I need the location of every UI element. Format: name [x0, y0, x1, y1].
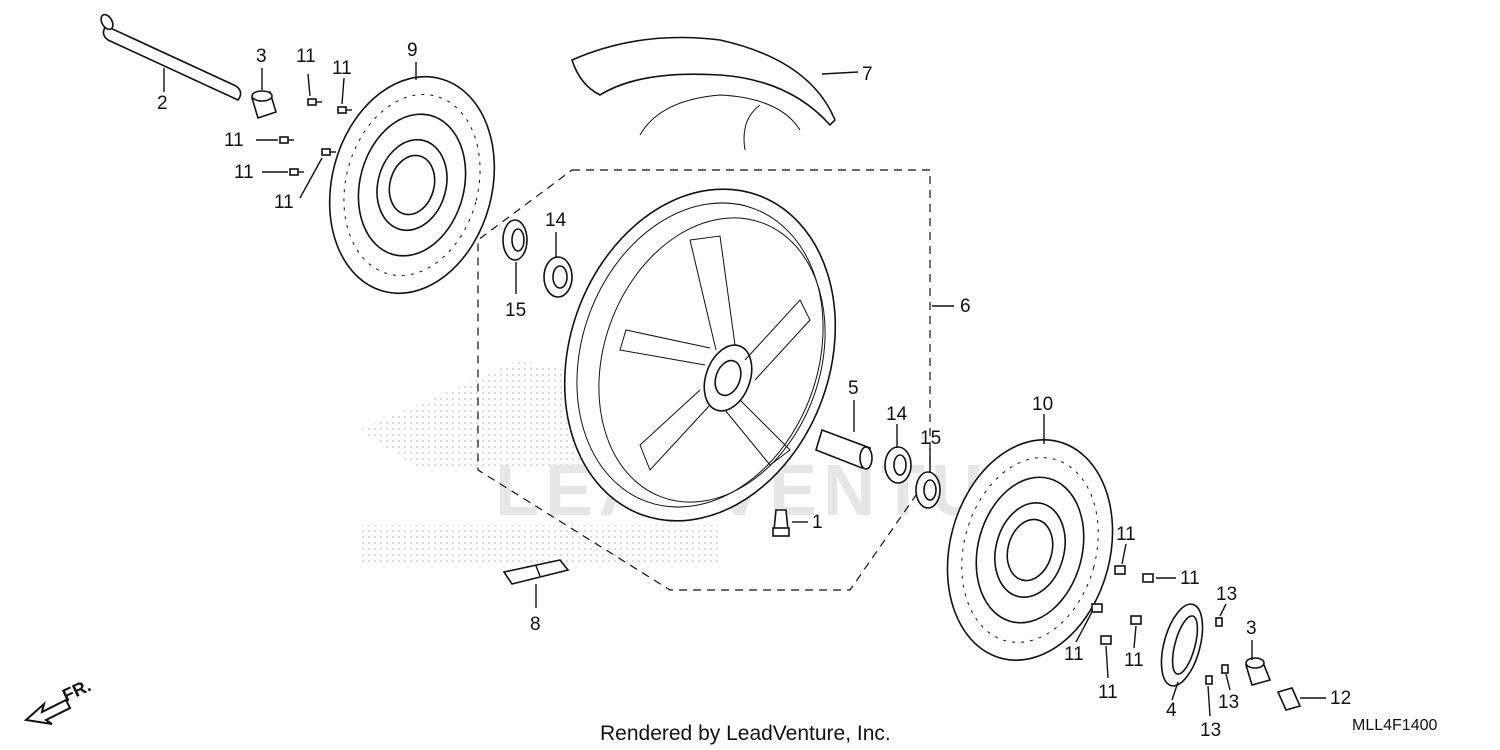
dust-seal-part-15-left[interactable] [502, 219, 528, 261]
wheel-rim-part-6[interactable] [520, 151, 881, 559]
diagram-code: MLL4F1400 [1352, 717, 1437, 734]
callout-3-bottom: 3 [1246, 618, 1257, 639]
footer-credit: Rendered by LeadVenture, Inc. [600, 722, 891, 745]
callout-1: 1 [812, 512, 823, 533]
leader-lines [163, 62, 1326, 717]
callout-15-left: 15 [505, 300, 526, 321]
callout-8: 8 [530, 614, 541, 635]
callout-11-j: 11 [1098, 682, 1118, 703]
callout-5: 5 [848, 378, 859, 399]
bearing-part-14-right[interactable] [884, 446, 912, 484]
bearing-part-14-left[interactable] [543, 256, 573, 298]
callout-11-a: 11 [296, 46, 316, 67]
callout-11-h: 11 [1064, 644, 1084, 665]
callout-2: 2 [157, 93, 168, 114]
callout-11-d: 11 [234, 162, 254, 183]
callout-13-c: 13 [1200, 720, 1221, 741]
disc-bolts-bottom[interactable] [1091, 565, 1154, 645]
callout-14-left: 14 [545, 210, 567, 231]
brake-disc-part-9[interactable] [306, 58, 517, 312]
callout-13-b: 13 [1218, 692, 1239, 713]
callout-11-i: 11 [1124, 650, 1144, 671]
disc-bolts-top[interactable] [279, 98, 352, 176]
callout-4: 4 [1166, 700, 1177, 721]
wheel-assembly-outline [477, 169, 931, 591]
pulser-screws-part-13[interactable] [1205, 617, 1229, 685]
side-collar-part-3-top[interactable] [251, 90, 277, 120]
valve-part-1[interactable] [772, 509, 790, 537]
axle-part-2[interactable] [99, 13, 242, 101]
callout-15-right: 15 [920, 428, 941, 449]
brake-disc-part-10[interactable] [924, 421, 1137, 679]
callout-labels: 2 3 11 11 11 11 11 9 7 6 14 15 5 14 15 1… [157, 40, 1351, 741]
callout-11-g: 11 [1180, 568, 1200, 589]
callout-11-e: 11 [274, 192, 294, 213]
callout-11-b: 11 [332, 58, 352, 79]
callout-14-right: 14 [886, 404, 908, 425]
callout-7: 7 [862, 64, 873, 85]
callout-13-a: 13 [1216, 584, 1237, 605]
tire-part-7[interactable] [571, 36, 836, 151]
callout-11-f: 11 [1116, 524, 1136, 545]
side-collar-part-3-bottom[interactable] [1245, 657, 1272, 686]
callout-9: 9 [407, 40, 418, 61]
dust-seal-part-15-right[interactable] [915, 471, 941, 509]
callout-3-top: 3 [256, 46, 267, 67]
front-direction-arrow-icon: FR. [23, 675, 94, 725]
callout-11-c: 11 [224, 130, 244, 151]
callout-12: 12 [1330, 688, 1351, 709]
distance-collar-part-5[interactable] [815, 428, 873, 470]
pulser-ring-part-4[interactable] [1154, 600, 1211, 690]
callout-6: 6 [960, 296, 971, 317]
balance-weight-part-8[interactable] [502, 559, 570, 585]
axle-bolt-part-12[interactable] [1276, 687, 1302, 711]
callout-10: 10 [1032, 394, 1053, 415]
